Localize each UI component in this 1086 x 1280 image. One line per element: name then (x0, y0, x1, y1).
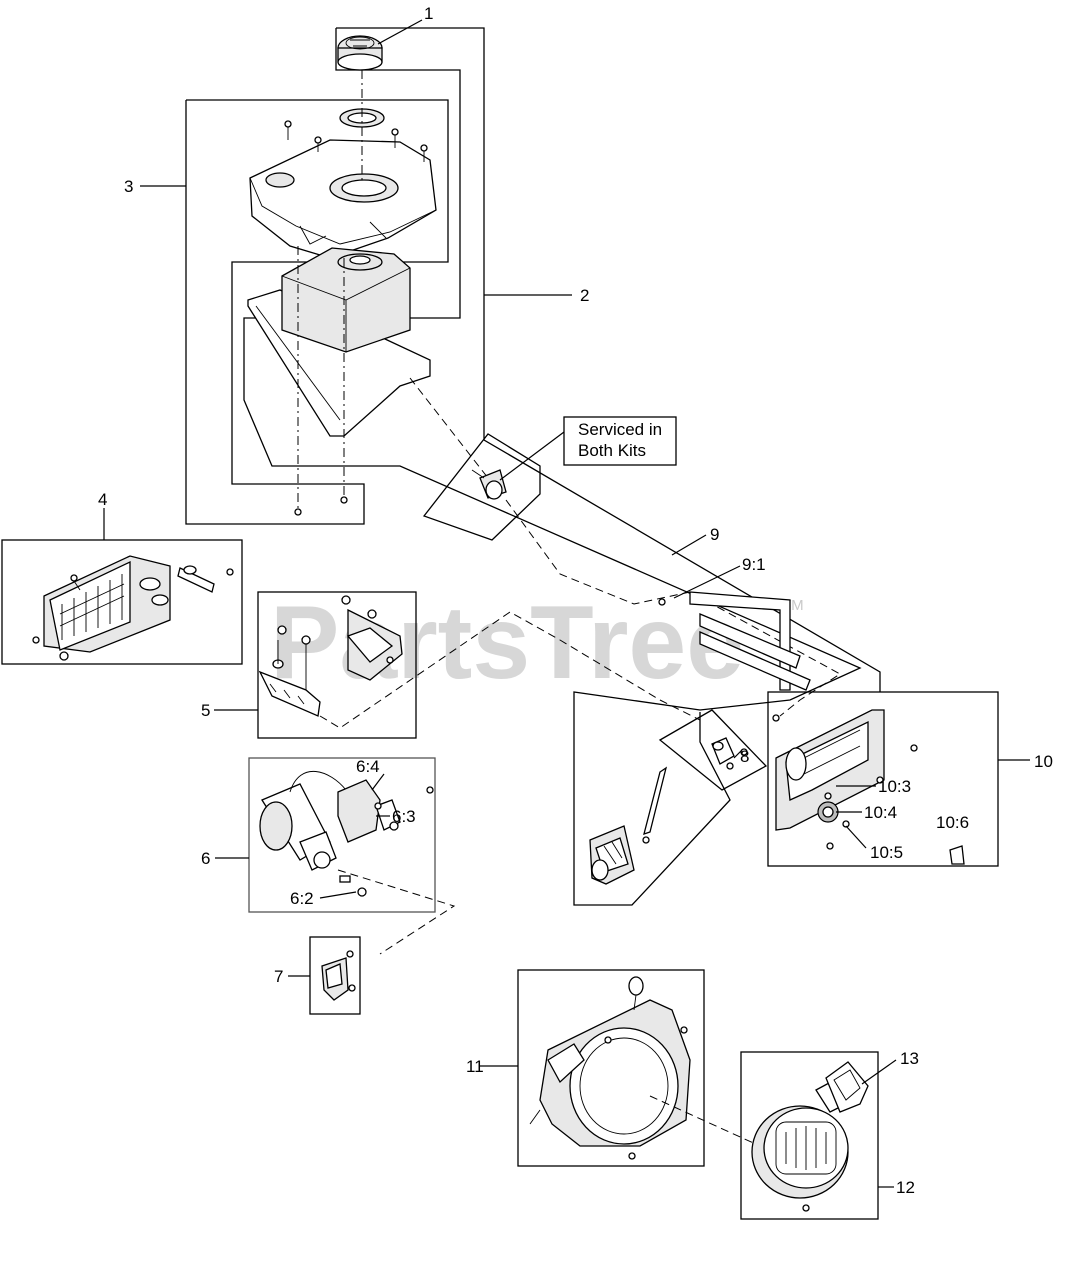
heat-shield (32, 555, 234, 661)
callout-9: 9 (710, 525, 719, 544)
callout-12: 12 (896, 1178, 915, 1197)
fuel-cap (337, 35, 383, 71)
solenoid-bracket (321, 950, 356, 1001)
carburetor (589, 737, 748, 885)
fuel-tank-shroud (249, 108, 437, 259)
callout-1: 1 (424, 4, 433, 23)
leader-line (733, 749, 743, 759)
box-8 (658, 709, 768, 791)
choke-bracket (258, 595, 403, 717)
serviced-kit-outline (422, 433, 541, 541)
box-12 (740, 1051, 879, 1220)
leader-line (319, 891, 357, 899)
callout-6-3: 6:3 (392, 807, 416, 826)
callout-11: 11 (466, 1057, 484, 1076)
callout-10-6: 10:6 (936, 813, 969, 832)
leader-line (861, 1059, 897, 1085)
guide-line (409, 377, 489, 479)
callout-10: 10 (1034, 752, 1053, 771)
box-10 (767, 691, 999, 867)
leader-line (377, 19, 423, 45)
callout-3: 3 (124, 177, 133, 196)
box-4 (1, 539, 243, 665)
box-11 (517, 969, 705, 1167)
fuel-shutoff-valve (471, 469, 507, 500)
kit-2-outline (243, 28, 862, 906)
callout-6: 6 (201, 849, 210, 868)
callout-6-2: 6:2 (290, 889, 314, 908)
callout-6-4: 6:4 (356, 757, 380, 776)
kit-3-outline (185, 99, 449, 525)
watermark-text: PartsTree (270, 585, 744, 701)
leader-line (371, 773, 385, 791)
nut (340, 496, 348, 504)
leader-line (845, 825, 867, 849)
air-cleaner (775, 709, 965, 865)
callout-13: 13 (900, 1049, 919, 1068)
callout-10-3: 10:3 (878, 777, 911, 796)
callout-10-4: 10:4 (864, 803, 897, 822)
callout-7: 7 (274, 967, 283, 986)
fuel-line (505, 499, 841, 722)
callout-2: 2 (580, 286, 589, 305)
guide-line (649, 1095, 761, 1147)
serviced-note-box (563, 416, 677, 466)
guide-line (319, 611, 701, 729)
nut (294, 508, 302, 516)
box-6 (248, 757, 436, 913)
starter-handle (825, 1061, 869, 1113)
callout-8: 8 (740, 747, 749, 766)
serviced-note-line1: Serviced in (578, 420, 662, 439)
callout-9-1: 9:1 (742, 555, 766, 574)
guide-line (337, 869, 456, 955)
leader-line (671, 534, 707, 556)
box-5 (257, 591, 417, 739)
callout-5: 5 (201, 701, 210, 720)
electric-starter (259, 771, 434, 897)
callout-10-5: 10:5 (870, 843, 903, 862)
callout-4: 4 (98, 490, 107, 509)
fuel-tank (247, 247, 431, 437)
leader-line (499, 431, 565, 481)
serviced-note-line2: Both Kits (578, 441, 646, 460)
leader-line (673, 565, 741, 599)
blower-housing (529, 976, 691, 1160)
